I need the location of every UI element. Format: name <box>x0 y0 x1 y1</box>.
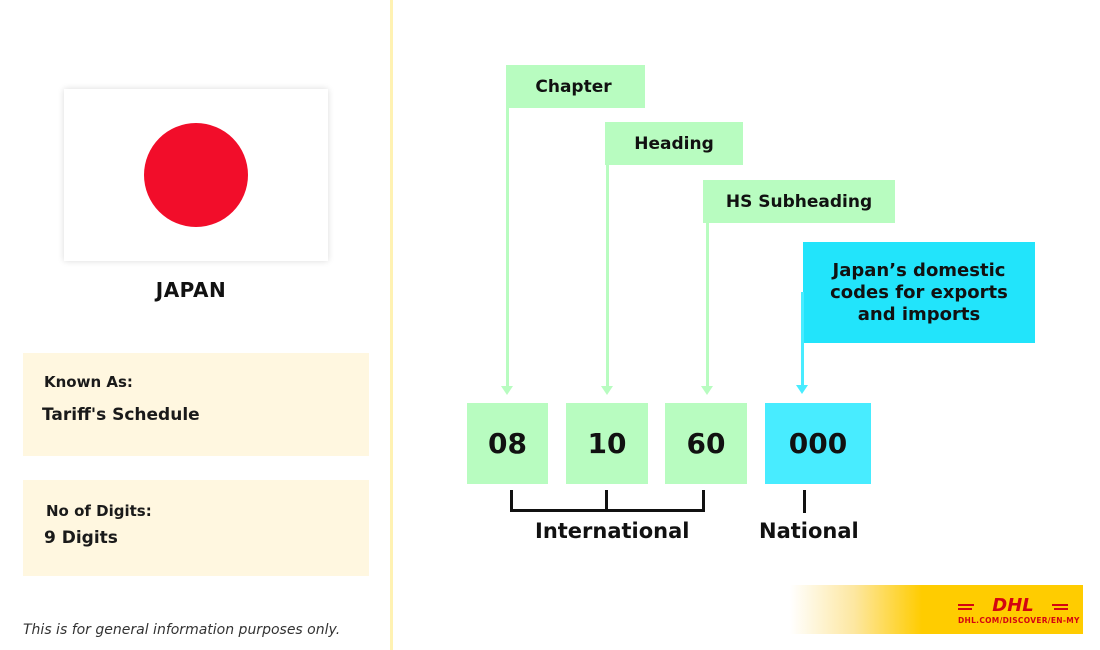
digits-label: No of Digits: <box>46 502 152 520</box>
subheading-connector-line <box>706 223 709 388</box>
digits-card: No of Digits: 9 Digits <box>23 480 369 576</box>
japan-flag-icon <box>64 89 328 261</box>
subheading-label: HS Subheading <box>703 180 895 223</box>
country-name: JAPAN <box>155 278 227 302</box>
code-chapter: 08 <box>467 403 548 484</box>
international-bracket-left <box>510 490 513 512</box>
heading-label: Heading <box>605 122 743 165</box>
known-as-label: Known As: <box>44 373 133 391</box>
dhl-banner[interactable]: DHL DHL.COM/DISCOVER/EN-MY <box>790 585 1083 634</box>
national-bracket <box>803 490 806 513</box>
chapter-label: Chapter <box>506 65 645 108</box>
chapter-arrow-icon <box>501 386 513 395</box>
digits-value: 9 Digits <box>44 528 118 548</box>
panel-divider <box>390 0 393 650</box>
known-as-card: Known As: Tariff's Schedule <box>23 353 369 456</box>
dhl-url-text: DHL.COM/DISCOVER/EN-MY <box>958 616 1080 625</box>
international-bracket-mid <box>605 490 608 512</box>
heading-arrow-icon <box>601 386 613 395</box>
code-heading: 10 <box>566 403 648 484</box>
dhl-logo-icon: DHL <box>958 596 1068 614</box>
national-group-label: National <box>759 519 859 543</box>
disclaimer-text: This is for general information purposes… <box>23 622 341 638</box>
known-as-value: Tariff's Schedule <box>42 405 200 425</box>
national-arrow-icon <box>796 385 808 394</box>
code-subheading: 60 <box>665 403 747 484</box>
heading-connector-line <box>606 165 609 388</box>
svg-text:DHL: DHL <box>992 596 1033 614</box>
flag-sun-disc <box>144 123 248 227</box>
subheading-arrow-icon <box>701 386 713 395</box>
international-bracket-base <box>510 509 705 512</box>
national-connector-line <box>801 292 804 388</box>
international-bracket-right <box>702 490 705 512</box>
international-group-label: International <box>535 519 690 543</box>
national-codes-label: Japan’s domestic codes for exports and i… <box>803 242 1035 343</box>
chapter-connector-line <box>506 80 509 388</box>
code-national: 000 <box>765 403 871 484</box>
